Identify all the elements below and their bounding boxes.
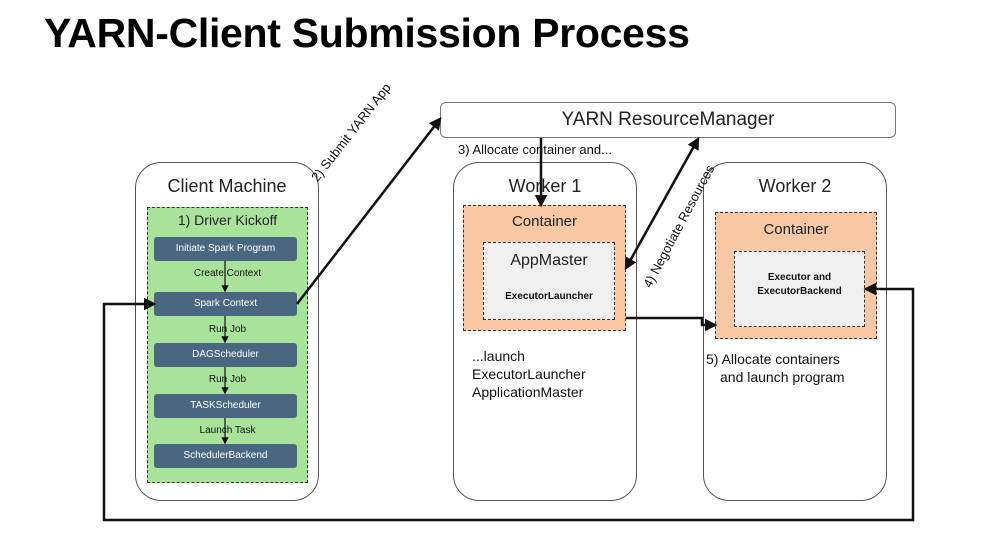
submit-arrow xyxy=(296,117,442,305)
flow-label-launch-task: Launch Task xyxy=(199,425,256,436)
driver-kickoff-title: 1) Driver Kickoff xyxy=(177,212,278,228)
allocate-container-label: 3) Allocate container and... xyxy=(458,142,612,157)
worker1-caption-line-2: ExecutorLauncher xyxy=(472,366,586,382)
step-dagscheduler: DAGScheduler xyxy=(154,343,297,367)
allocate-containers-arrow xyxy=(626,316,718,332)
step-initiate-spark-program: Initiate Spark Program xyxy=(154,237,297,261)
flow-label-run-job-2: Run Job xyxy=(208,374,247,385)
worker2-container-title: Container xyxy=(763,221,829,238)
worker2-title: Worker 2 xyxy=(758,176,832,196)
step-taskscheduler: TASKScheduler xyxy=(154,394,297,418)
worker1-container-title: Container xyxy=(511,213,578,230)
negotiate-arrow xyxy=(624,136,700,271)
worker1-title: Worker 1 xyxy=(508,176,582,196)
flow-label-create-context: Create Context xyxy=(193,268,262,279)
appmaster-title: AppMaster xyxy=(510,252,588,269)
worker2-caption-line-1: 5) Allocate containers xyxy=(706,351,840,367)
worker1-caption-line-3: ApplicationMaster xyxy=(472,384,584,400)
page-title: YARN-Client Submission Process xyxy=(44,10,690,56)
step-schedulerbackend: SchedulerBackend xyxy=(154,444,297,468)
worker1-caption-line-1: ...launch xyxy=(472,348,525,364)
worker2-caption-line-2: and launch program xyxy=(720,369,845,385)
worker1-caption: ...launch ExecutorLauncher ApplicationMa… xyxy=(472,347,586,401)
executor-loop-arrow xyxy=(102,282,915,522)
flow-label-run-job-1: Run Job xyxy=(208,324,247,335)
executor-label-line-1: Executor and xyxy=(767,272,832,283)
worker2-caption: 5) Allocate containers and launch progra… xyxy=(706,350,845,386)
resource-manager-box: YARN ResourceManager xyxy=(440,102,896,138)
client-machine-title: Client Machine xyxy=(167,176,287,196)
